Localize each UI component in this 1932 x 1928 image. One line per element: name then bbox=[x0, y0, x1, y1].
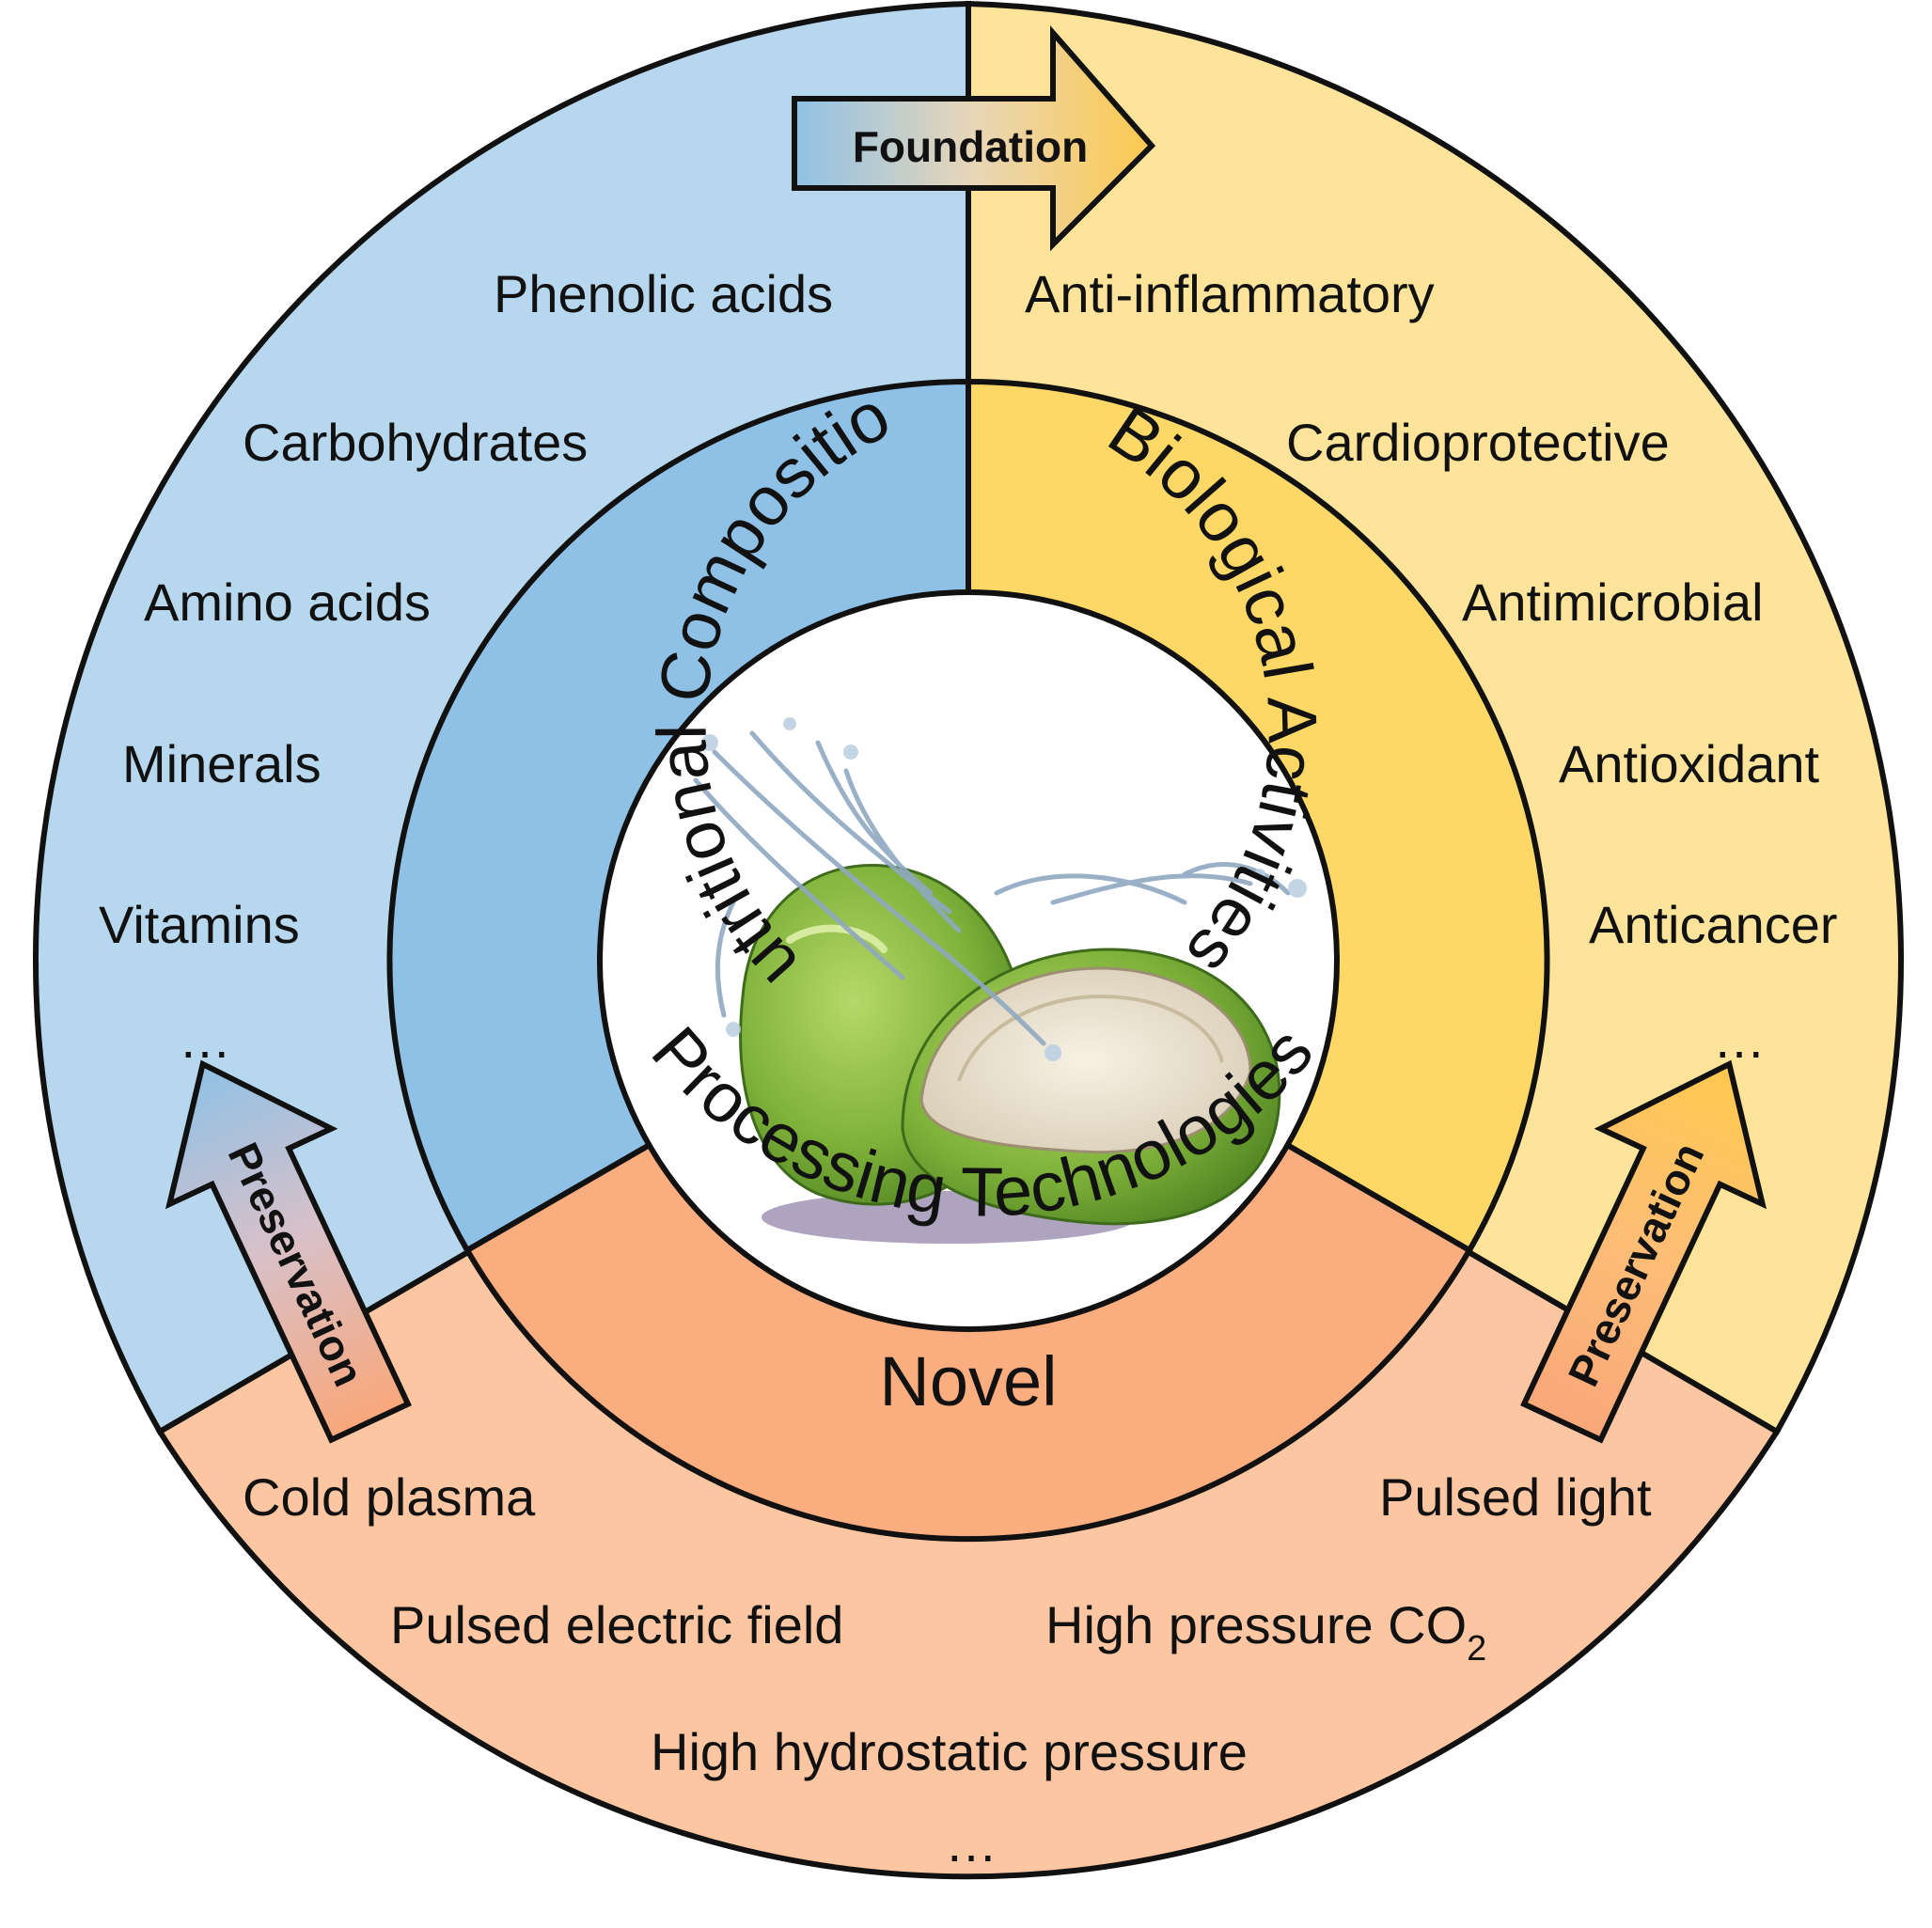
biological-item: Antimicrobial bbox=[1462, 572, 1764, 632]
nutritional-item: Phenolic acids bbox=[494, 264, 833, 323]
foundation-arrow: Foundation bbox=[792, 25, 1156, 252]
foundation-label: Foundation bbox=[853, 122, 1088, 171]
biological-item: Antioxidant bbox=[1559, 734, 1820, 793]
biological-item: … bbox=[1713, 1010, 1766, 1069]
nutritional-item: … bbox=[179, 1010, 231, 1069]
processing-item: High hydrostatic pressure bbox=[651, 1722, 1248, 1781]
nutritional-item: Amino acids bbox=[144, 572, 431, 632]
novel-title: Novel bbox=[879, 1342, 1057, 1420]
processing-item: Cold plasma bbox=[243, 1467, 536, 1527]
nutritional-item: Carbohydrates bbox=[243, 413, 588, 472]
biological-item: Cardioprotective bbox=[1286, 413, 1670, 472]
nutritional-item: Vitamins bbox=[99, 895, 300, 954]
biological-item: Anti-inflammatory bbox=[1025, 264, 1435, 323]
processing-item: Pulsed light bbox=[1379, 1467, 1652, 1527]
processing-item-co2: High pressure CO bbox=[1045, 1595, 1467, 1654]
processing-item-subscript: 2 bbox=[1467, 1629, 1486, 1669]
processing-item: Pulsed electric field bbox=[390, 1595, 843, 1654]
processing-item: High pressure CO2 bbox=[1045, 1595, 1486, 1669]
nutritional-item: Minerals bbox=[122, 734, 322, 793]
coconut-water-splash-icon bbox=[693, 717, 1307, 1244]
biological-item: Anticancer bbox=[1589, 895, 1838, 954]
processing-item: … bbox=[945, 1813, 997, 1873]
